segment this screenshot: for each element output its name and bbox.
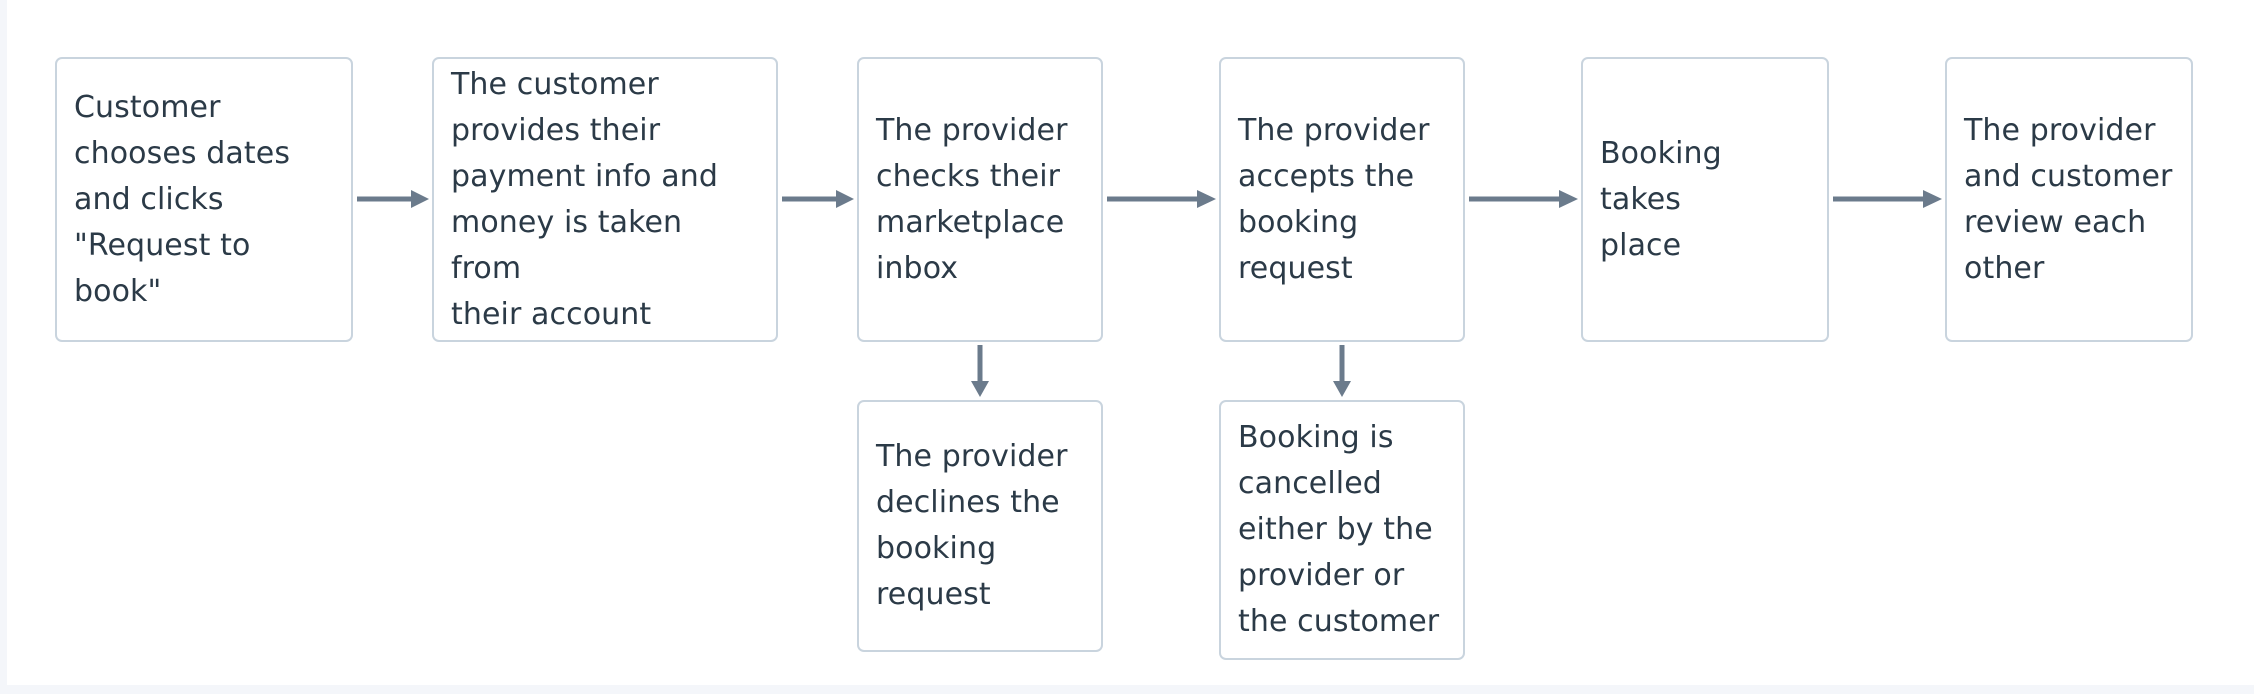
flow-node-label: Customer chooses dates and clicks "Reque… [74, 89, 291, 309]
flow-arrow-n5-to-n6 [1833, 190, 1942, 208]
flow-node-label: The provider checks their marketplace in… [876, 112, 1068, 286]
flow-node-label: The customer provides their payment info… [451, 66, 719, 332]
flow-node-label: The provider declines the booking reques… [876, 439, 1068, 612]
flow-node-booking-cancelled[interactable]: Booking is cancelled either by the provi… [1219, 400, 1465, 660]
page-edge-strip-bottom [0, 685, 2254, 694]
flow-node-provider-accepts-booking[interactable]: The provider accepts the booking request [1219, 57, 1465, 342]
flow-arrow-n4-to-n8 [1333, 345, 1351, 397]
flow-arrow-n2-to-n3 [782, 190, 854, 208]
flow-node-label: Booking takes place [1600, 135, 1722, 263]
flow-arrow-n3-to-n7 [971, 345, 989, 397]
flow-node-label: The provider and customer review each ot… [1964, 112, 2173, 286]
flow-arrow-n4-to-n5 [1469, 190, 1578, 208]
flow-node-customer-chooses-dates[interactable]: Customer chooses dates and clicks "Reque… [55, 57, 353, 342]
flow-node-provider-checks-inbox[interactable]: The provider checks their marketplace in… [857, 57, 1103, 342]
flow-node-provider-customer-review[interactable]: The provider and customer review each ot… [1945, 57, 2193, 342]
flow-arrow-n1-to-n2 [357, 190, 429, 208]
flow-arrow-n3-to-n4 [1107, 190, 1216, 208]
page-edge-strip-left [0, 0, 7, 694]
flow-node-label: Booking is cancelled either by the provi… [1238, 420, 1440, 639]
flow-node-customer-provides-payment[interactable]: The customer provides their payment info… [432, 57, 778, 342]
flow-node-booking-takes-place[interactable]: Booking takes place [1581, 57, 1829, 342]
flow-node-label: The provider accepts the booking request [1238, 112, 1430, 286]
flow-node-provider-declines-booking[interactable]: The provider declines the booking reques… [857, 400, 1103, 652]
